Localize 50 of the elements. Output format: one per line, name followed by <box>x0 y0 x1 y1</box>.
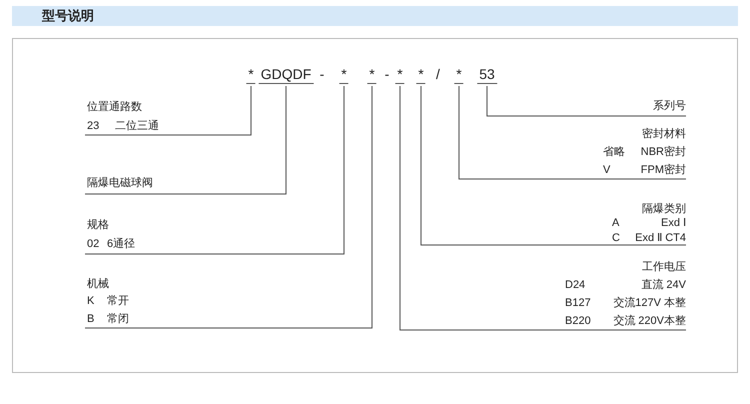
code-segment: * <box>395 66 405 84</box>
category-heading: 位置通路数 <box>87 100 142 115</box>
option-code: C <box>612 230 620 245</box>
leader-line <box>420 86 686 246</box>
category-heading: 隔爆类别 <box>642 202 686 216</box>
code-segment: * <box>339 66 349 84</box>
section-title: 型号说明 <box>42 9 94 23</box>
code-segment: * <box>246 66 256 84</box>
leader-line <box>84 86 344 254</box>
option-description: 直流 24V <box>641 278 686 293</box>
option-code: B <box>87 312 94 327</box>
leader-line <box>84 86 286 194</box>
option-description: 交流127V 本整 <box>613 296 686 311</box>
leader-line <box>400 86 686 330</box>
option-description: 常开 <box>107 294 129 310</box>
separator: / <box>436 66 440 83</box>
option-description: Exd Ⅱ CT4 <box>635 230 686 245</box>
code-segment: * <box>367 66 377 84</box>
category-heading: 隔爆电磁球阀 <box>87 176 153 191</box>
option-code: K <box>87 294 94 310</box>
option-description: 二位三通 <box>115 118 159 134</box>
option-description: 6通径 <box>107 236 136 252</box>
category-heading: 机械 <box>87 277 109 292</box>
leader-line <box>458 86 686 180</box>
option-description: FPM密封 <box>640 162 686 178</box>
leader-line <box>84 86 252 136</box>
option-code: D24 <box>565 278 586 293</box>
option-code: B220 <box>565 314 591 329</box>
option-description: NBR密封 <box>640 144 686 160</box>
separator: - <box>320 66 324 83</box>
option-code: 02 <box>87 237 100 252</box>
code-segment: 53 <box>477 66 497 84</box>
category-heading: 密封材料 <box>642 126 686 142</box>
category-heading: 工作电压 <box>642 260 686 275</box>
option-code: 23 <box>87 118 100 134</box>
option-description: Exd Ⅰ <box>660 216 686 231</box>
leader-line <box>486 86 686 116</box>
option-description: 交流 220V本整 <box>613 314 686 329</box>
separator: - <box>384 66 390 83</box>
option-code: 省略 <box>603 145 625 160</box>
option-code: V <box>603 163 610 178</box>
code-segment: GDQDF <box>258 66 314 84</box>
leader-line <box>84 86 372 328</box>
category-heading: 系列号 <box>653 98 686 114</box>
category-heading: 规格 <box>87 218 109 233</box>
option-description: 常闭 <box>107 312 129 327</box>
code-segment: * <box>416 66 426 84</box>
code-segment: * <box>454 66 464 84</box>
option-code: A <box>612 216 620 231</box>
option-code: B127 <box>565 296 591 311</box>
